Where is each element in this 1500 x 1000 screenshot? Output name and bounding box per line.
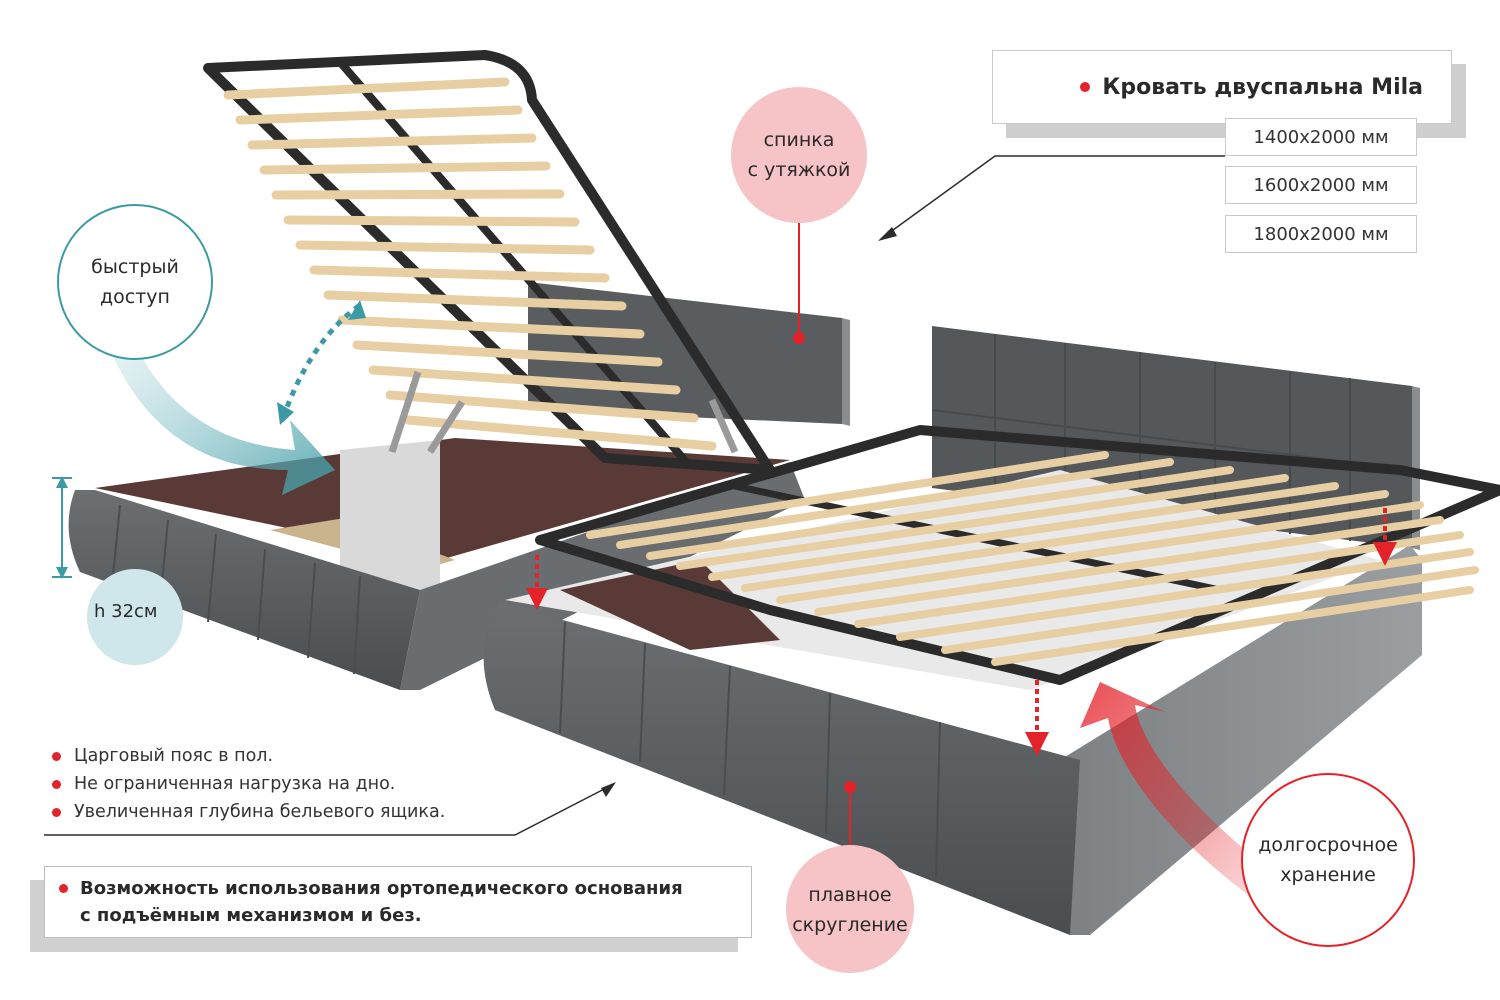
headboard-label: спинка с утяжкой [731, 117, 867, 193]
product-title: Кровать двуспальна Mila [1102, 74, 1423, 100]
feature-item: Не ограниченная нагрузка на дно. [52, 770, 445, 798]
quick-access-label: быстрый доступ [68, 244, 202, 320]
feature-text: Не ограниченная нагрузка на дно. [74, 774, 396, 794]
bullet-dot [52, 779, 61, 789]
rounding-label-line2: скругление [792, 914, 908, 936]
feature-list: Царговый пояс в пол. Не ограниченная наг… [52, 742, 445, 826]
note-text-1: Возможность использования ортопедическог… [80, 878, 683, 899]
storage-label-line2: хранение [1280, 864, 1376, 886]
quick-access-circle [57, 204, 213, 360]
headboard-label-line1: спинка [763, 129, 835, 151]
height-label: h 32см [94, 601, 158, 622]
height-circle [87, 569, 183, 665]
quick-access-label-line2: доступ [100, 286, 170, 308]
rounding-label-line1: плавное [808, 884, 892, 906]
bullet-dot [59, 884, 68, 893]
left-lifted-frame [203, 50, 775, 475]
storage-label: долгосрочное хранение [1244, 822, 1412, 898]
quick-access-arrow [110, 335, 335, 495]
rounding-circle [786, 845, 914, 973]
feature-text: Увеличенная глубина бельевого ящика. [74, 802, 446, 822]
rounding-label: плавное скругление [786, 872, 914, 948]
size-option-1400: 1400x2000 мм [1225, 118, 1417, 156]
right-side-rail [1060, 545, 1422, 935]
bullet-dot [1080, 82, 1091, 92]
note-text-2: с подъёмным механизмом и без. [80, 905, 422, 926]
bullet-dot [52, 807, 61, 817]
size-option-1600: 1600x2000 мм [1225, 166, 1417, 204]
note-line-2: с подъёмным механизмом и без. [59, 902, 737, 929]
feature-item: Увеличенная глубина бельевого ящика. [52, 798, 445, 826]
storage-label-line1: долгосрочное [1258, 834, 1398, 856]
storage-arrow [1080, 682, 1270, 900]
note-line-1: Возможность использования ортопедическог… [59, 875, 737, 902]
quick-access-label-line1: быстрый [91, 256, 179, 278]
right-front-rail [483, 603, 1080, 935]
left-front-rail [68, 490, 421, 690]
headboard-circle [731, 87, 867, 223]
headboard-label-line2: с утяжкой [747, 159, 851, 181]
bullet-dot [52, 751, 61, 761]
right-bed [483, 326, 1500, 935]
title-box: Кровать двуспальна Mila [992, 50, 1452, 124]
note-box: Возможность использования ортопедическог… [44, 866, 752, 938]
right-slatted-frame [535, 425, 1500, 685]
feature-text: Царговый пояс в пол. [74, 746, 274, 766]
size-option-1800: 1800x2000 мм [1225, 215, 1417, 253]
feature-item: Царговый пояс в пол. [52, 742, 445, 770]
storage-circle [1241, 773, 1415, 947]
